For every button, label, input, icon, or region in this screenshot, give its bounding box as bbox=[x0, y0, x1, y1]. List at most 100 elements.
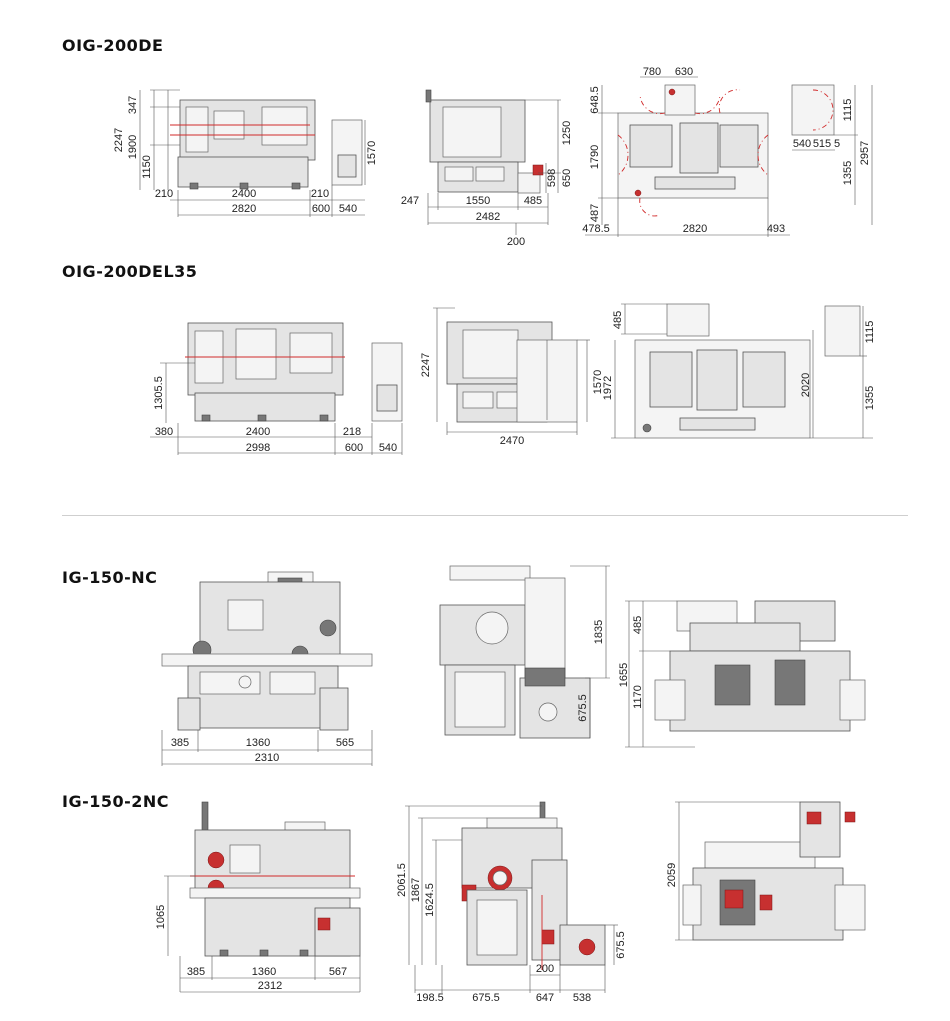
dim-w-left: 385 bbox=[187, 966, 205, 978]
dim-r-c: 5 bbox=[834, 138, 840, 150]
oig200de-side-drawing: 1250 598 650 247 1550 485 2482 200 bbox=[401, 89, 573, 248]
dim-w-left: 380 bbox=[155, 426, 173, 438]
ig1502nc-side-drawing: 2061.5 1867 1624.5 675.5 200 198.5 675.5… bbox=[396, 801, 627, 1004]
oig200del35-plan-view: 485 1972 2020 1115 1355 bbox=[602, 300, 876, 450]
dim-r-bot: 1355 bbox=[864, 386, 876, 410]
dim-w-left: 210 bbox=[155, 188, 173, 200]
dim-r-a: 540 bbox=[793, 138, 811, 150]
dim-left: 1972 bbox=[602, 376, 614, 400]
dim-w-d: 538 bbox=[573, 992, 591, 1004]
dim-top: 485 bbox=[632, 616, 644, 634]
title-oig-200de: OIG-200DE bbox=[62, 36, 164, 55]
ig1502nc-front-view: 1065 385 1360 567 2312 bbox=[150, 800, 365, 1000]
oig200de-front-view: 347 2247 1900 1150 1570 210 2400 210 282… bbox=[110, 85, 378, 230]
dim-w-a: 198.5 bbox=[416, 992, 444, 1004]
dim-top-a: 780 bbox=[643, 66, 661, 78]
dim-h-upper: 1250 bbox=[561, 121, 573, 145]
dim-w-main: 1360 bbox=[246, 737, 270, 749]
dim-w-right: 565 bbox=[336, 737, 354, 749]
dim-h-low: 1150 bbox=[141, 155, 153, 179]
dim-w-main: 1360 bbox=[252, 966, 276, 978]
dim-h-c: 1624.5 bbox=[424, 883, 436, 917]
dim-h-b: 1867 bbox=[410, 878, 422, 902]
dim-r-b: 515 bbox=[813, 138, 831, 150]
dim-w-cab: 540 bbox=[339, 203, 357, 215]
dim-w-main: 2400 bbox=[246, 426, 270, 438]
dim-l-bot: 487 bbox=[589, 204, 601, 222]
dim-h-total: 2247 bbox=[420, 353, 432, 377]
dim-w-total: 2470 bbox=[500, 435, 524, 447]
ig150nc-side-view: 1835 675.5 bbox=[420, 560, 620, 745]
dim-l-mid: 1790 bbox=[589, 145, 601, 169]
ig1502nc-front-drawing: 1065 385 1360 567 2312 bbox=[155, 801, 361, 993]
oig200del35-front-view: 1305.5 380 2400 218 2998 600 540 bbox=[140, 315, 410, 465]
dim-w-small: 200 bbox=[536, 963, 554, 975]
dim-w-left: 385 bbox=[171, 737, 189, 749]
dim-h-low: 675.5 bbox=[577, 694, 589, 722]
dim-right: 2020 bbox=[800, 373, 812, 397]
ig150nc-front-view: 385 1360 565 2310 bbox=[160, 570, 380, 770]
dim-w-small: 200 bbox=[507, 236, 525, 248]
dim-total: 1655 bbox=[618, 663, 630, 687]
section-divider bbox=[62, 515, 908, 516]
dim-w-c: 647 bbox=[536, 992, 554, 1004]
title-ig-150-2nc: IG-150-2NC bbox=[62, 792, 170, 811]
ig150nc-front-drawing: 385 1360 565 2310 bbox=[161, 571, 373, 766]
ig1502nc-plan-drawing: 2059 bbox=[666, 801, 866, 941]
dim-w-left: 247 bbox=[401, 195, 419, 207]
dim-w-right: 210 bbox=[311, 188, 329, 200]
oig200de-plan-drawing: 780 630 648.5 1790 487 478.5 2820 493 54… bbox=[582, 66, 873, 237]
dim-w-total: 2482 bbox=[476, 211, 500, 223]
ig150nc-plan-drawing: 485 1655 1170 bbox=[618, 600, 866, 748]
oig200del35-side-drawing: 2247 1570 2470 bbox=[420, 307, 604, 447]
dim-l-top: 648.5 bbox=[589, 86, 601, 114]
dim-w-total: 2820 bbox=[232, 203, 256, 215]
title-oig-200del35: OIG-200DEL35 bbox=[62, 262, 198, 281]
ig150nc-side-drawing: 1835 675.5 bbox=[439, 565, 610, 739]
oig200del35-plan-drawing: 485 1972 2020 1115 1355 bbox=[602, 303, 876, 439]
dim-h-a: 598 bbox=[546, 169, 558, 187]
dim-h-top: 347 bbox=[127, 96, 139, 114]
dim-b-left: 478.5 bbox=[582, 223, 610, 235]
dim-h-cab: 1570 bbox=[592, 370, 604, 394]
oig200del35-side-view: 2247 1570 2470 bbox=[415, 300, 610, 450]
dim-w-total: 2310 bbox=[255, 752, 279, 764]
dim-w-total: 2312 bbox=[258, 980, 282, 992]
dim-total: 2059 bbox=[666, 863, 678, 887]
dim-h-low: 1305.5 bbox=[153, 376, 165, 410]
dim-h-b: 650 bbox=[561, 169, 573, 187]
dim-r-top: 1115 bbox=[842, 99, 854, 122]
ig150nc-plan-view: 485 1655 1170 bbox=[615, 595, 875, 755]
dim-w-total: 2998 bbox=[246, 442, 270, 454]
dim-h-total: 2247 bbox=[113, 128, 125, 152]
dim-right-h: 1570 bbox=[366, 141, 378, 165]
dim-low: 1170 bbox=[632, 685, 644, 709]
dim-h-a: 2061.5 bbox=[396, 863, 408, 897]
dim-b-main: 2820 bbox=[683, 223, 707, 235]
dim-r-bot: 1355 bbox=[842, 161, 854, 185]
dim-r-total: 2957 bbox=[859, 141, 871, 165]
dim-h-mid: 1900 bbox=[127, 135, 139, 159]
ig1502nc-side-view: 2061.5 1867 1624.5 675.5 200 198.5 675.5… bbox=[392, 800, 632, 1005]
dim-top: 485 bbox=[612, 311, 624, 329]
dim-h-d: 675.5 bbox=[615, 931, 627, 959]
dim-w-b: 675.5 bbox=[472, 992, 500, 1004]
dim-w-gap: 600 bbox=[345, 442, 363, 454]
dim-h-total: 1835 bbox=[593, 620, 605, 644]
title-ig-150-nc: IG-150-NC bbox=[62, 568, 158, 587]
dim-w-cab: 540 bbox=[379, 442, 397, 454]
oig200de-front-drawing: 347 2247 1900 1150 1570 210 2400 210 282… bbox=[113, 89, 378, 217]
oig200del35-front-drawing: 1305.5 380 2400 218 2998 600 540 bbox=[150, 322, 403, 455]
dim-top-b: 630 bbox=[675, 66, 693, 78]
dim-w-right: 218 bbox=[343, 426, 361, 438]
dim-w-right: 567 bbox=[329, 966, 347, 978]
oig200de-plan-view: 780 630 648.5 1790 487 478.5 2820 493 54… bbox=[580, 65, 880, 245]
ig1502nc-plan-view: 2059 bbox=[665, 800, 875, 950]
dim-h-low: 1065 bbox=[155, 905, 167, 929]
dim-w-right: 485 bbox=[524, 195, 542, 207]
dim-r-top: 1115 bbox=[864, 321, 876, 344]
dim-b-right: 493 bbox=[767, 223, 785, 235]
dim-w-main: 2400 bbox=[232, 188, 256, 200]
dim-w-main: 1550 bbox=[466, 195, 490, 207]
dim-w-gap: 600 bbox=[312, 203, 330, 215]
